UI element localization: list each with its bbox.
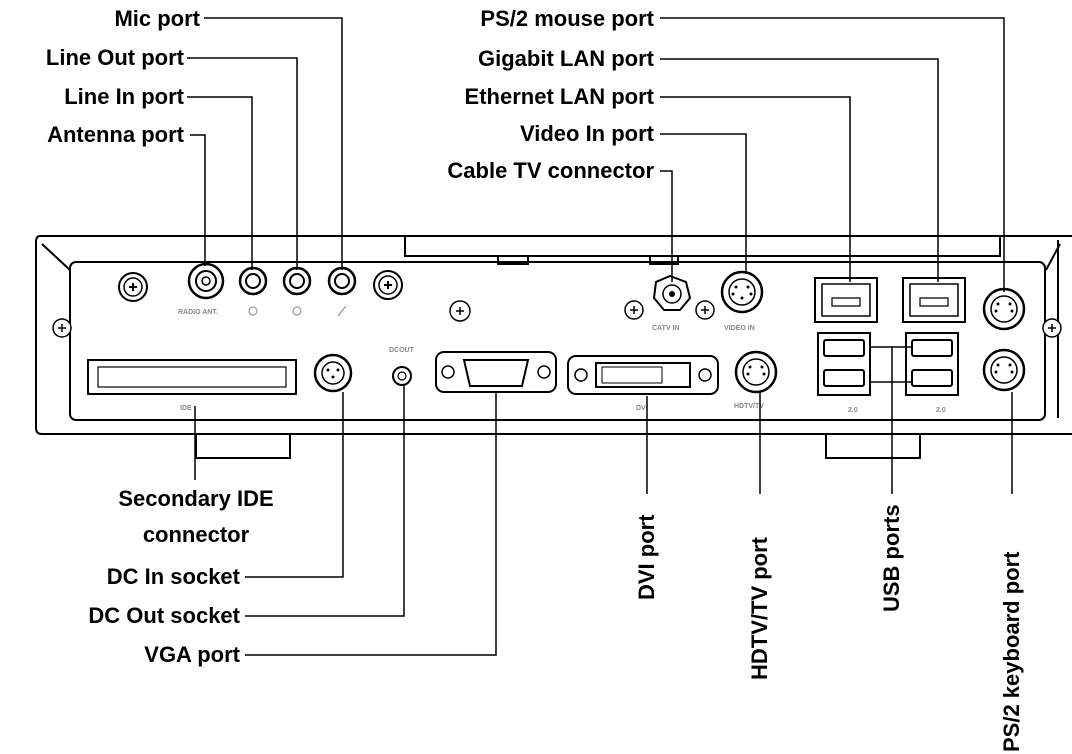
label-dc-out-socket: DC Out socket xyxy=(88,603,240,628)
label-secondary-ide-line2: connector xyxy=(142,522,250,547)
label-line-out-port: Line Out port xyxy=(45,45,184,70)
label-usb-ports: USB ports xyxy=(879,504,904,612)
label-ps2-keyboard-port: PS/2 keyboard port xyxy=(999,551,1024,752)
video-in-connector xyxy=(720,270,764,314)
leader-lines xyxy=(187,17,1013,656)
dc-in-connector xyxy=(313,353,353,393)
chassis xyxy=(35,235,1072,459)
usb-ports xyxy=(817,332,959,396)
ps2-keyboard-connector xyxy=(982,348,1026,392)
mic-jack xyxy=(327,266,357,296)
label-video-in-port: Video In port xyxy=(519,121,654,146)
vga-connector xyxy=(435,351,557,393)
radio-ant-text: RADIO ANT. xyxy=(178,309,218,316)
side-screw-left xyxy=(52,318,72,338)
screw-2 xyxy=(373,270,403,300)
label-hdtv-tv-port: HDTV/TV port xyxy=(747,537,772,680)
side-screw-right xyxy=(1042,318,1062,338)
usb-20-text-a: 2.0 xyxy=(848,407,858,414)
label-ps2-mouse-port: PS/2 mouse port xyxy=(480,6,654,31)
label-dc-in-socket: DC In socket xyxy=(106,564,240,589)
dvi-connector xyxy=(567,355,719,395)
dc-out-connector xyxy=(392,366,412,386)
catv-in-text: CATV IN xyxy=(652,325,679,332)
label-gigabit-lan-port: Gigabit LAN port xyxy=(478,46,654,71)
label-line-in-port: Line In port xyxy=(64,84,184,109)
audio-icons xyxy=(248,305,347,317)
antenna-jack xyxy=(187,262,225,300)
ps2-mouse-connector xyxy=(982,287,1026,331)
line-out-jack xyxy=(282,266,312,296)
label-ethernet-lan-port: Ethernet LAN port xyxy=(464,84,654,109)
ide-text: IDE xyxy=(180,405,192,412)
label-cable-tv-connector: Cable TV connector xyxy=(447,158,654,183)
line-in-jack xyxy=(238,266,268,296)
label-dvi-port: DVI port xyxy=(634,514,659,600)
screw-3 xyxy=(449,300,471,322)
ide-connector xyxy=(87,359,297,395)
screw-5 xyxy=(695,300,715,320)
gigabit-lan-connector xyxy=(902,277,966,323)
usb-20-text-b: 2.0 xyxy=(936,407,946,414)
dcout-text: DCOUT xyxy=(389,347,415,354)
video-in-text: VIDEO IN xyxy=(724,325,755,332)
hdtv-text: HDTV/TV xyxy=(734,403,764,410)
label-secondary-ide-line1: Secondary IDE xyxy=(118,486,274,511)
label-mic-port: Mic port xyxy=(114,6,200,31)
screw-1 xyxy=(118,272,148,302)
label-vga-port: VGA port xyxy=(144,642,240,667)
dvi-text: DVI xyxy=(636,405,648,412)
label-antenna-port: Antenna port xyxy=(47,122,184,147)
hdtv-connector xyxy=(734,350,778,394)
catv-connector xyxy=(652,274,692,311)
screw-4 xyxy=(624,300,644,320)
ethernet-lan-connector xyxy=(814,277,878,323)
